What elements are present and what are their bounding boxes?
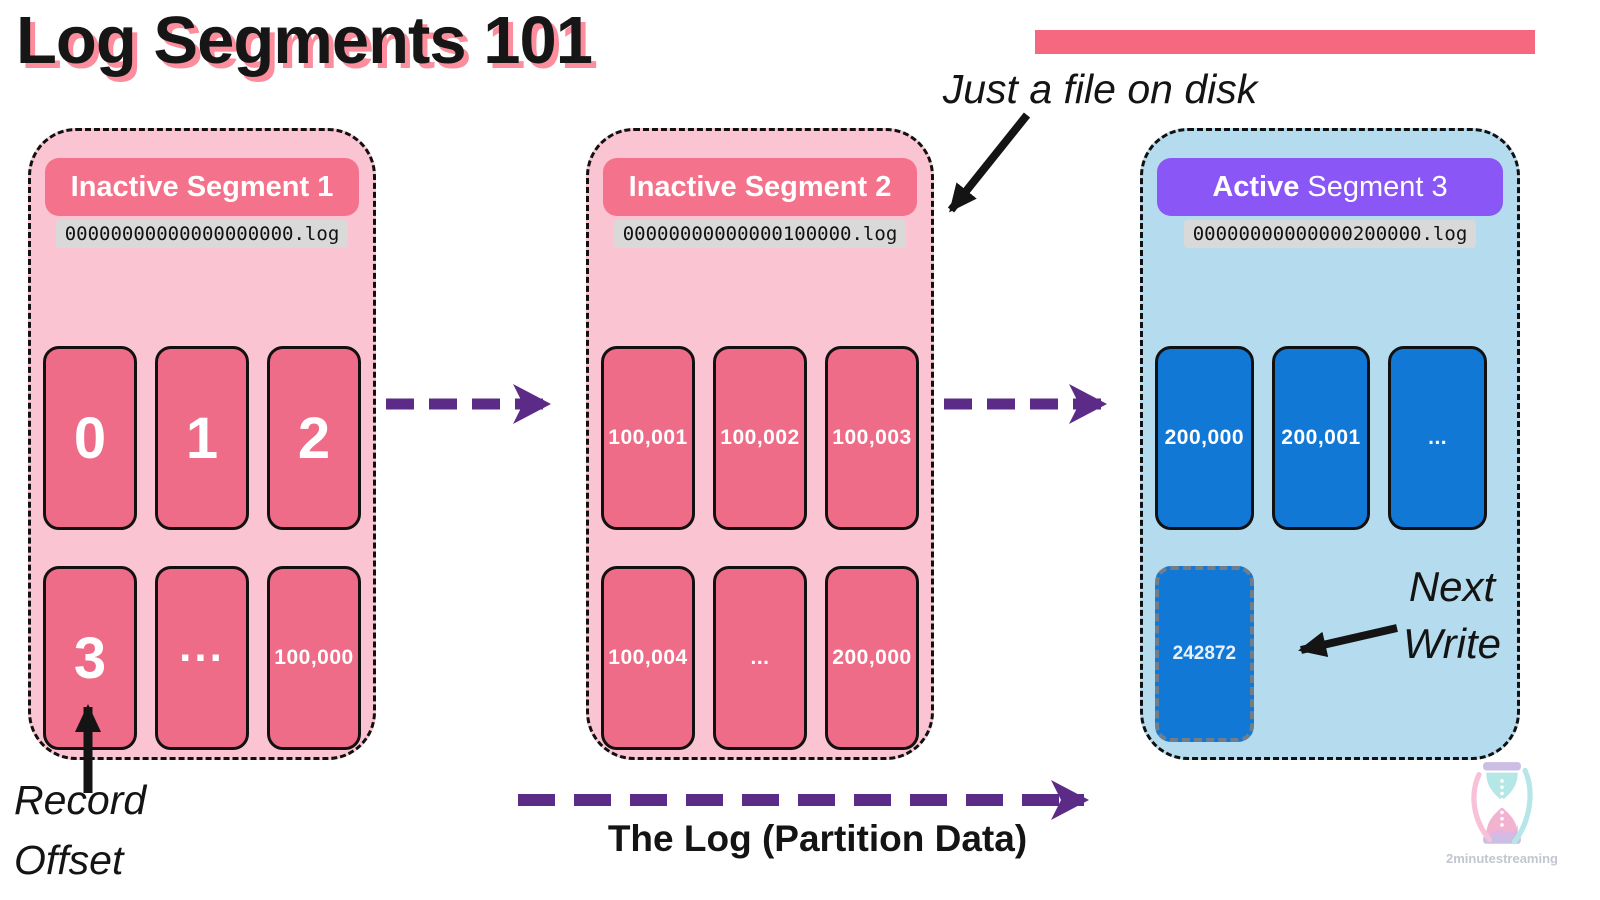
segment-3-cells: 200,000 200,001 ... 242872 bbox=[1155, 346, 1487, 750]
record-cell: 200,001 bbox=[1271, 346, 1371, 530]
next-write-note: Next Write bbox=[1372, 558, 1532, 672]
record-cell: 1 bbox=[155, 346, 249, 530]
record-cell-ellipsis: ... bbox=[713, 566, 807, 750]
record-offset-note: Record Offset bbox=[14, 770, 146, 890]
segment-1-cells: 0 1 2 3 ... 100,000 bbox=[43, 346, 361, 750]
record-cell-ellipsis: ... bbox=[155, 566, 249, 750]
log-direction-arrow bbox=[518, 780, 1089, 820]
file-on-disk-note: Just a file on disk bbox=[942, 66, 1258, 112]
record-offset-arrow bbox=[75, 704, 101, 793]
next-write-arrow bbox=[1298, 624, 1398, 658]
segment-1-header: Inactive Segment 1 bbox=[45, 158, 359, 216]
accent-bar bbox=[1035, 30, 1535, 54]
record-offset-line1: Record bbox=[14, 777, 147, 823]
segment-inactive-1: Inactive Segment 1 00000000000000000000.… bbox=[28, 128, 376, 760]
segment-1-filename: 00000000000000000000.log bbox=[55, 220, 349, 248]
segment-2-filename: 00000000000000100000.log bbox=[613, 220, 907, 248]
record-cell: 100,004 bbox=[601, 566, 695, 750]
segment-active-3: Active Segment 3 00000000000000200000.lo… bbox=[1140, 128, 1520, 760]
segment1-to-segment2-arrow bbox=[386, 384, 551, 424]
record-cell: 2 bbox=[267, 346, 361, 530]
next-write-cell: 242872 bbox=[1155, 566, 1254, 742]
segment-3-header: Active Segment 3 bbox=[1157, 158, 1503, 216]
record-cell: 200,000 bbox=[1155, 346, 1254, 530]
record-offset-line2: Offset bbox=[14, 837, 124, 883]
file-note-arrow bbox=[947, 112, 1031, 213]
record-cell: 100,000 bbox=[267, 566, 361, 750]
brand-logo: 2minutestreaming bbox=[1442, 760, 1562, 866]
segment-3-filename: 00000000000000200000.log bbox=[1183, 220, 1477, 248]
record-cell: 100,001 bbox=[601, 346, 695, 530]
segment-inactive-2: Inactive Segment 2 00000000000000100000.… bbox=[586, 128, 934, 760]
segment-2-cells: 100,001 100,002 100,003 100,004 ... 200,… bbox=[601, 346, 919, 750]
segment-2-title-strong: Inactive Segment 2 bbox=[628, 170, 892, 203]
next-write-line2: Write bbox=[1403, 620, 1501, 667]
segment2-to-segment3-arrow bbox=[944, 384, 1107, 424]
record-cell: 100,002 bbox=[713, 346, 807, 530]
segment-3-title-normal: Segment 3 bbox=[1299, 170, 1448, 203]
record-cell: 200,000 bbox=[825, 566, 919, 750]
hourglass-icon bbox=[1471, 762, 1533, 845]
record-cell: 100,003 bbox=[825, 346, 919, 530]
segment-3-title-strong: Active bbox=[1212, 170, 1300, 203]
next-write-line1: Next bbox=[1408, 563, 1496, 610]
brand-logo-text: 2minutestreaming bbox=[1446, 851, 1558, 866]
page-title: Log Segments 101 bbox=[16, 3, 593, 78]
record-cell: 0 bbox=[43, 346, 137, 530]
segment-1-title-strong: Inactive Segment 1 bbox=[70, 170, 334, 203]
record-cell-ellipsis: ... bbox=[1388, 346, 1487, 530]
segment-2-header: Inactive Segment 2 bbox=[603, 158, 917, 216]
log-label: The Log (Partition Data) bbox=[607, 818, 1028, 859]
